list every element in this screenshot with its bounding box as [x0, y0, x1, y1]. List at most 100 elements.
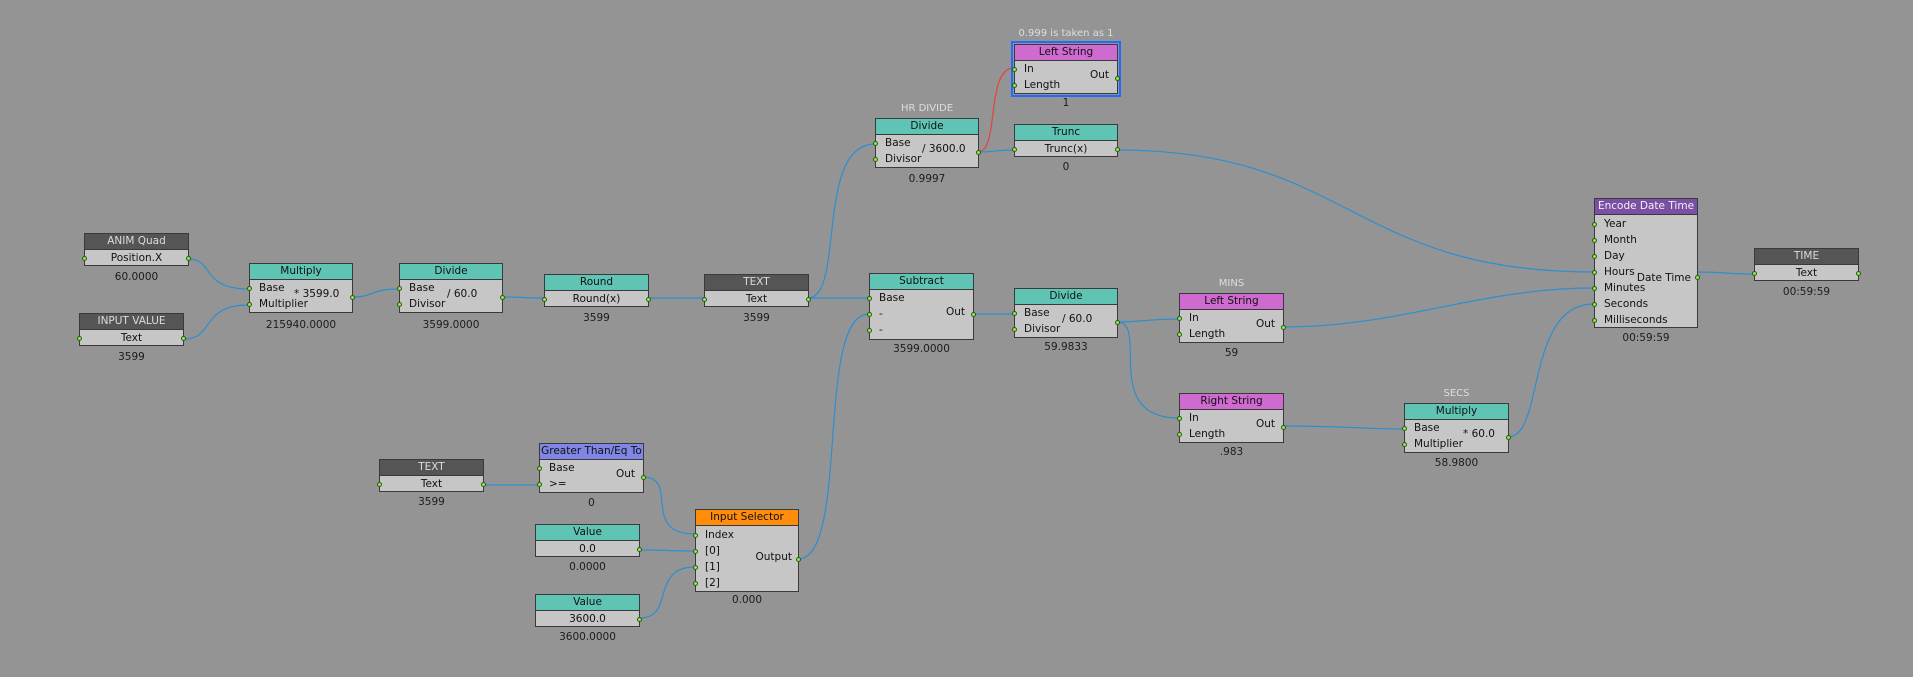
output-port[interactable]: [1695, 275, 1700, 280]
input-2: [2]: [693, 575, 798, 591]
input-port[interactable]: [377, 482, 382, 487]
node-value-3600[interactable]: Value 3600.0: [535, 594, 642, 627]
operand-value[interactable]: * 3599.0: [294, 288, 340, 300]
input-port[interactable]: [1012, 311, 1017, 316]
operand-value[interactable]: / 3600.0: [922, 143, 966, 155]
input-port[interactable]: [1402, 442, 1407, 447]
input-port[interactable]: [82, 256, 87, 261]
node-subtract[interactable]: Subtract Base - - Out: [867, 273, 976, 340]
input-port[interactable]: [1012, 147, 1017, 152]
node-input-value[interactable]: INPUT VALUE Text: [77, 313, 186, 346]
node-anim-quad[interactable]: ANIM Quad Position.X: [82, 233, 191, 266]
output-port[interactable]: [1115, 76, 1120, 81]
output-port[interactable]: [971, 312, 976, 317]
node-title: Input Selector: [696, 510, 798, 526]
operand-value[interactable]: / 60.0: [447, 288, 478, 300]
node-text[interactable]: TEXT Text: [702, 274, 811, 307]
output-port[interactable]: [646, 297, 651, 302]
input-port[interactable]: [1592, 318, 1597, 323]
node-result: 0.0000: [569, 561, 606, 573]
input-port[interactable]: [537, 482, 542, 487]
node-title: Greater Than/Eq To: [540, 444, 643, 460]
input-port[interactable]: [1592, 286, 1597, 291]
output-port[interactable]: [637, 547, 642, 552]
node-text-2[interactable]: TEXT Text: [377, 459, 486, 492]
output-port[interactable]: [976, 150, 981, 155]
output-port[interactable]: [1281, 325, 1286, 330]
output-port[interactable]: [1506, 435, 1511, 440]
input-port[interactable]: [537, 466, 542, 471]
input-port[interactable]: [247, 286, 252, 291]
node-right-string[interactable]: Right String In Length Out: [1177, 393, 1286, 443]
node-left-string-mins[interactable]: Left String In Length Out: [1177, 293, 1286, 343]
value-field[interactable]: 3600.0: [536, 611, 642, 627]
input-port[interactable]: [542, 297, 547, 302]
output-port[interactable]: [1115, 320, 1120, 325]
output-port[interactable]: [350, 295, 355, 300]
node-hr-divide[interactable]: Divide Base Divisor / 3600.0: [873, 118, 981, 168]
input-port[interactable]: [693, 581, 698, 586]
node-encode-date-time[interactable]: Encode Date Time Year Month Day Hours Mi…: [1592, 198, 1700, 328]
input-port[interactable]: [1012, 67, 1017, 72]
operand-value[interactable]: * 60.0: [1463, 428, 1495, 440]
input-port[interactable]: [1177, 432, 1182, 437]
input-port[interactable]: [873, 141, 878, 146]
wire-input-to-multiply: [183, 304, 250, 340]
input-port[interactable]: [1592, 238, 1597, 243]
value-field[interactable]: 0.0: [536, 541, 642, 557]
output-port[interactable]: [1115, 147, 1120, 152]
node-title: Left String: [1180, 294, 1283, 310]
input-port[interactable]: [1177, 332, 1182, 337]
node-trunc[interactable]: Trunc Trunc(x): [1012, 124, 1120, 157]
input-port[interactable]: [1012, 83, 1017, 88]
output-port[interactable]: [500, 295, 505, 300]
input-port[interactable]: [702, 297, 707, 302]
node-multiply[interactable]: Multiply Base Multiplier * 3599.0: [247, 263, 355, 313]
input-port[interactable]: [1592, 302, 1597, 307]
node-time[interactable]: TIME Text: [1752, 248, 1861, 281]
node-round[interactable]: Round Round(x): [542, 274, 651, 307]
operand-value[interactable]: / 60.0: [1062, 313, 1093, 325]
output-port[interactable]: [1856, 271, 1861, 276]
input-port[interactable]: [693, 549, 698, 554]
output-port[interactable]: [1281, 425, 1286, 430]
output-port[interactable]: [641, 475, 646, 480]
input-port[interactable]: [247, 302, 252, 307]
input-port[interactable]: [397, 302, 402, 307]
wire-text-to-hrdivide: [807, 143, 876, 299]
input-port[interactable]: [873, 157, 878, 162]
input-port[interactable]: [867, 296, 872, 301]
input-port[interactable]: [1012, 327, 1017, 332]
output-port[interactable]: [796, 557, 801, 562]
input-port[interactable]: [1592, 222, 1597, 227]
input-port[interactable]: [1592, 270, 1597, 275]
node-multiply-secs[interactable]: Multiply Base Multiplier * 60.0: [1402, 403, 1511, 453]
input-port[interactable]: [1752, 271, 1757, 276]
node-divide-minutes[interactable]: Divide Base Divisor / 60.0: [1012, 288, 1120, 338]
input-port[interactable]: [1177, 416, 1182, 421]
input-port[interactable]: [77, 336, 82, 341]
input-port[interactable]: [693, 565, 698, 570]
input-port[interactable]: [1402, 426, 1407, 431]
node-greater-than-eq[interactable]: Greater Than/Eq To Base >= Out: [537, 443, 646, 493]
input-port[interactable]: [1592, 254, 1597, 259]
output-port[interactable]: [481, 482, 486, 487]
wire-multiply-to-divide: [351, 288, 400, 298]
node-result: 3599: [118, 351, 145, 363]
output-port[interactable]: [806, 297, 811, 302]
output-port[interactable]: [181, 336, 186, 341]
node-input-selector[interactable]: Input Selector Index [0] [1] [2] Output: [693, 509, 801, 592]
input-port[interactable]: [867, 328, 872, 333]
input-port[interactable]: [867, 312, 872, 317]
node-divide[interactable]: Divide Base Divisor / 60.0: [397, 263, 505, 313]
input-port[interactable]: [397, 286, 402, 291]
node-left-string-selected[interactable]: Left String In Length Out: [1011, 41, 1121, 97]
output-port[interactable]: [186, 256, 191, 261]
wire-divide2-to-rightstring: [1116, 321, 1180, 419]
input-port[interactable]: [1177, 316, 1182, 321]
node-value-zero[interactable]: Value 0.0: [535, 524, 642, 557]
output-port[interactable]: [637, 617, 642, 622]
input-port[interactable]: [693, 533, 698, 538]
input-label: Length: [1189, 328, 1226, 340]
